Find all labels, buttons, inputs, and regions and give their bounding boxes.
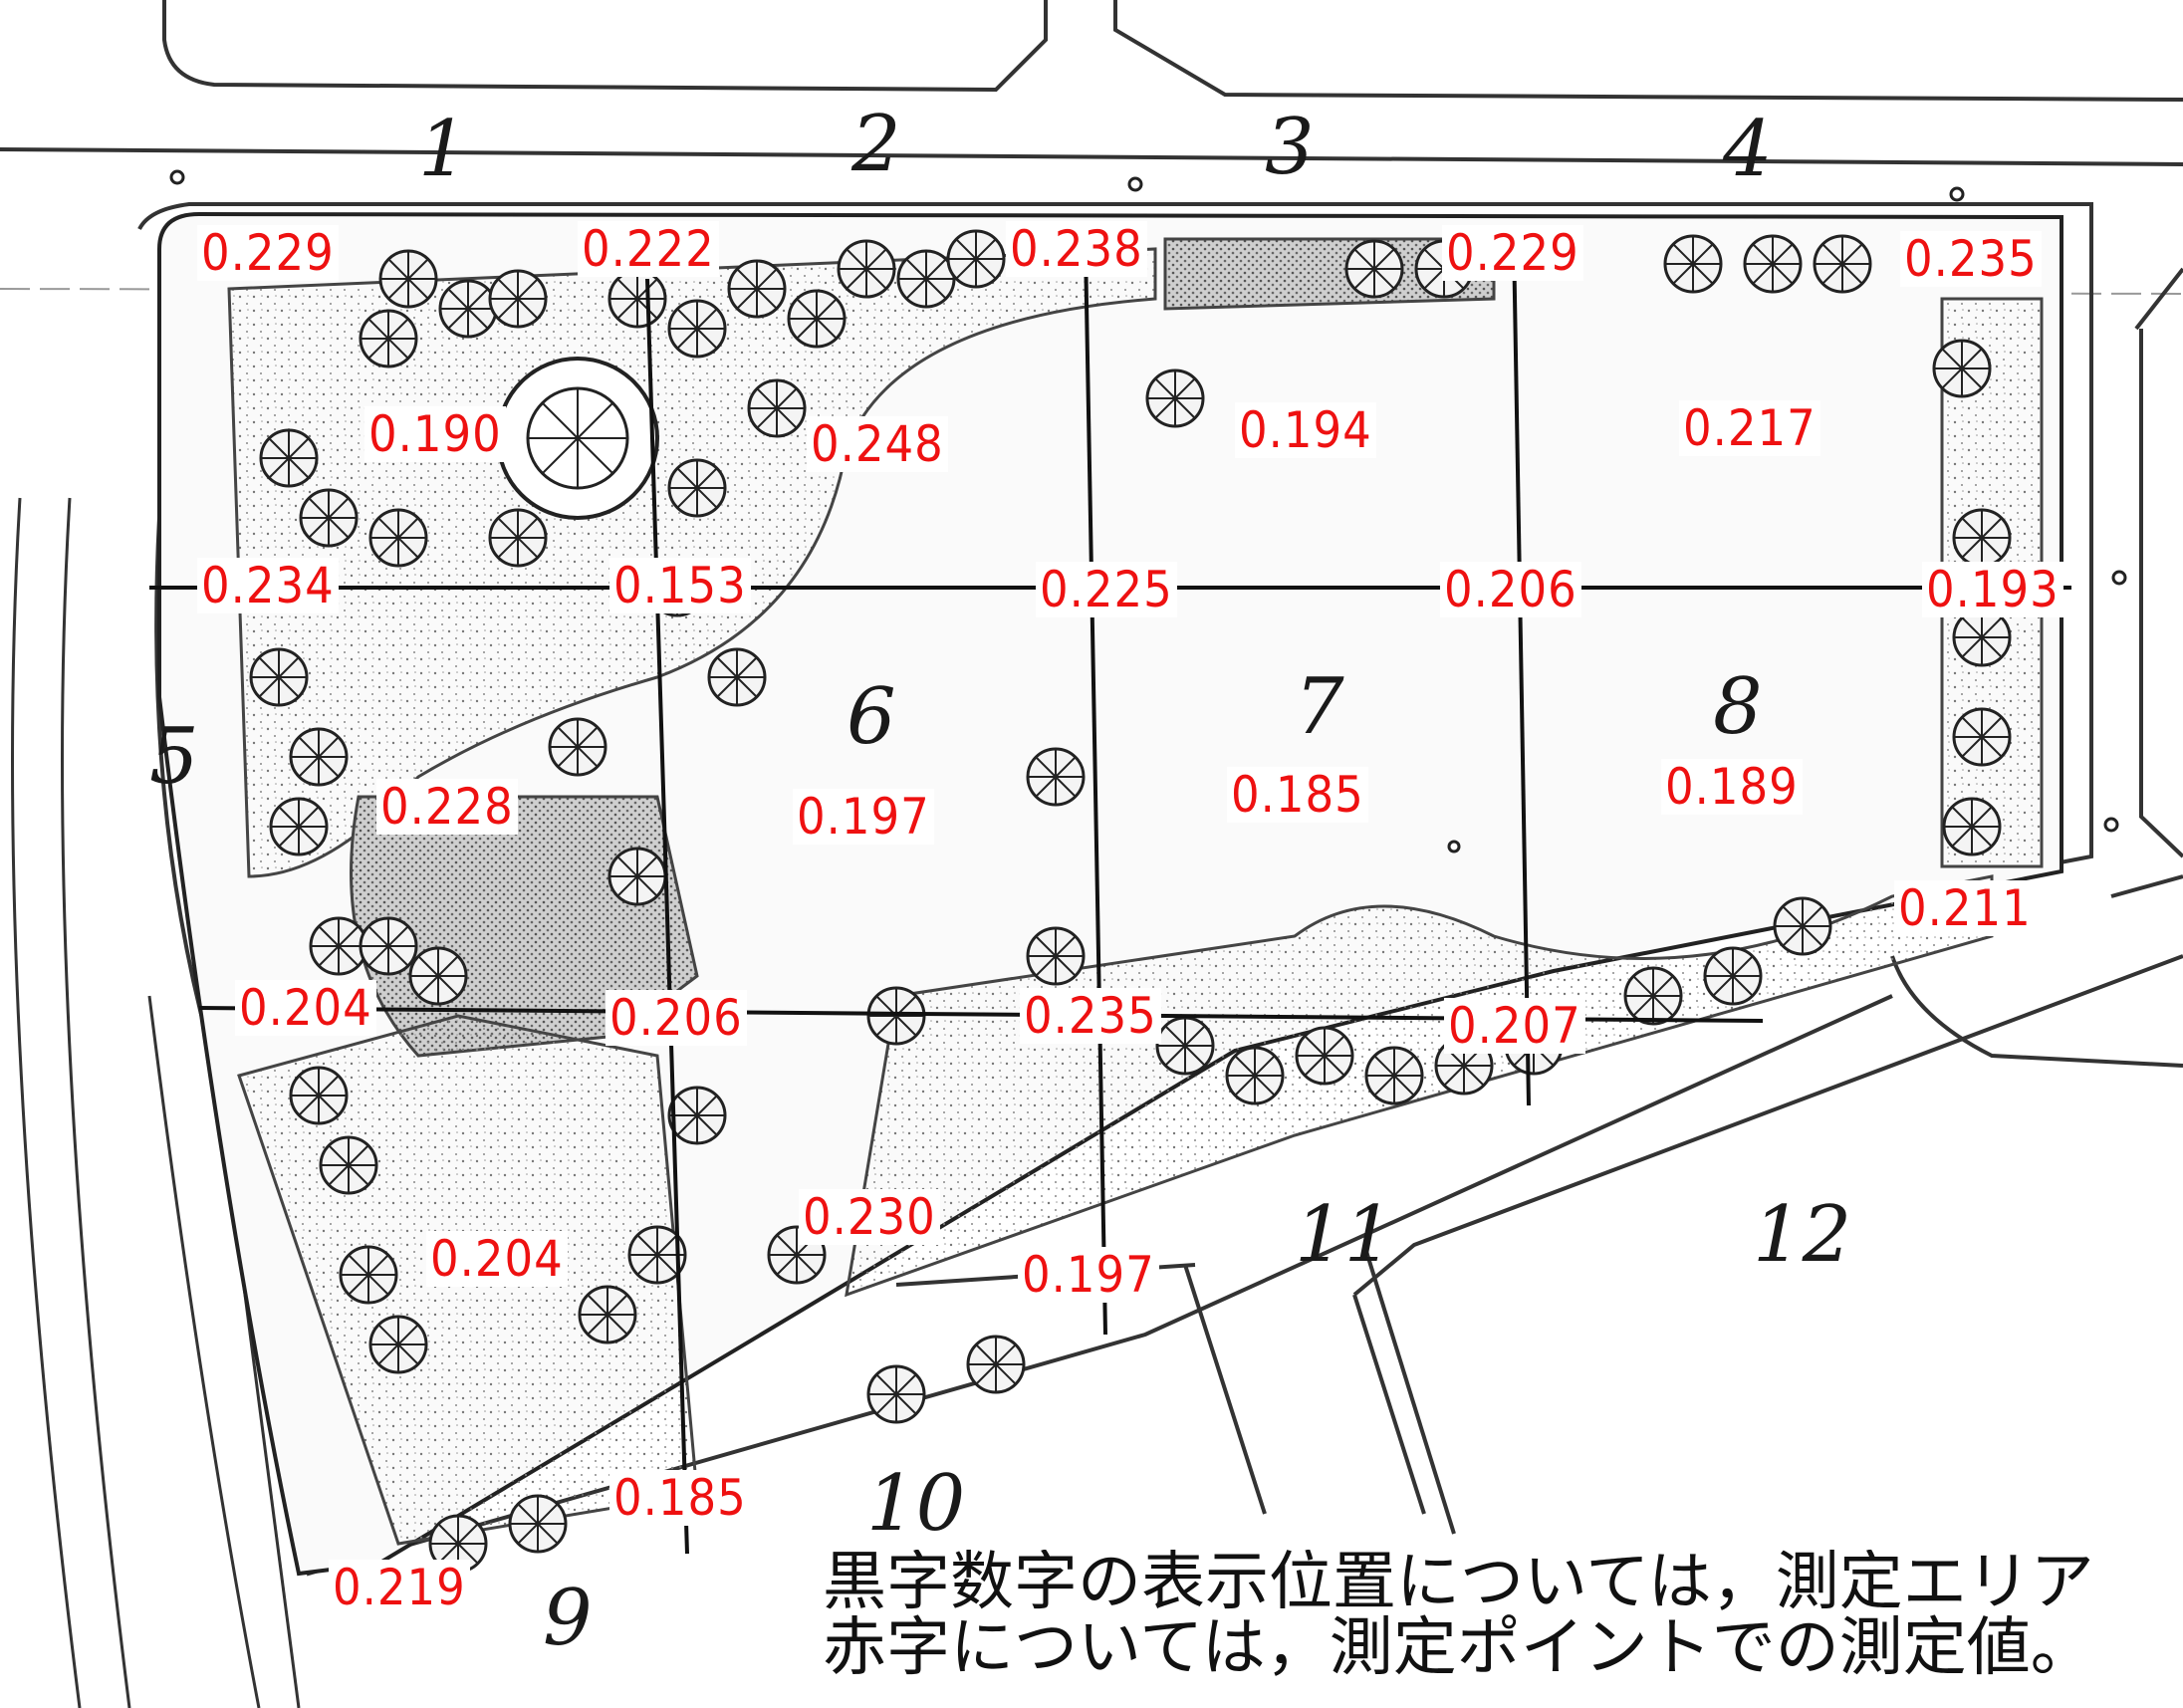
measurement-label: 0.206 <box>606 990 747 1046</box>
measurement-label: 0.206 <box>1440 562 1581 617</box>
area-number-4: 4 <box>1723 105 1773 194</box>
measurement-label: 0.197 <box>1018 1247 1159 1303</box>
measurement-label: 0.230 <box>799 1189 940 1245</box>
measurement-label: 0.190 <box>364 406 506 462</box>
area-number-10: 10 <box>866 1459 966 1549</box>
area-number-12: 12 <box>1753 1190 1852 1280</box>
measurement-label: 0.211 <box>1894 880 2036 936</box>
measurement-label: 0.197 <box>793 789 934 845</box>
legend-note-line-2: 赤字については，測定ポイントでの測定値。 <box>823 1611 2094 1685</box>
measurement-label: 0.222 <box>578 221 719 277</box>
measurement-label: 0.194 <box>1235 402 1376 458</box>
area-number-7: 7 <box>1295 662 1344 752</box>
legend-note-line-1: 黒字数字の表示位置については，測定エリア <box>823 1550 2094 1619</box>
area-number-8: 8 <box>1713 662 1763 752</box>
measurement-label: 0.219 <box>329 1560 470 1615</box>
measurement-label: 0.229 <box>197 225 339 281</box>
measurement-label: 0.234 <box>197 558 339 613</box>
measurement-label: 0.204 <box>235 980 376 1036</box>
measurement-label: 0.185 <box>609 1470 751 1526</box>
measurement-label: 0.248 <box>807 416 948 472</box>
measurement-label: 0.235 <box>1900 231 2042 287</box>
measurement-label: 0.193 <box>1922 562 2063 617</box>
area-number-6: 6 <box>847 672 896 762</box>
measurement-label: 0.204 <box>426 1231 568 1287</box>
measurement-label: 0.228 <box>376 779 518 835</box>
measurement-label: 0.189 <box>1661 759 1803 815</box>
measurement-label: 0.207 <box>1444 998 1585 1054</box>
measurement-label: 0.185 <box>1227 767 1368 823</box>
area-number-3: 3 <box>1265 103 1315 192</box>
area-number-11: 11 <box>1295 1190 1394 1280</box>
measurement-label: 0.238 <box>1006 221 1147 277</box>
area-number-2: 2 <box>851 100 901 189</box>
area-number-5: 5 <box>149 712 199 802</box>
legend-note: 黒字数字の表示位置については，測定エリア 赤字については，測定ポイントでの測定値… <box>823 1550 2183 1708</box>
measurement-label: 0.225 <box>1036 562 1177 617</box>
measurement-label: 0.229 <box>1442 225 1583 281</box>
measurement-label: 0.153 <box>609 558 751 613</box>
measurement-label: 0.217 <box>1679 400 1820 456</box>
fountain <box>496 357 659 520</box>
area-number-9: 9 <box>543 1574 593 1663</box>
measurement-label: 0.235 <box>1020 988 1161 1044</box>
survey-markers <box>169 169 2127 854</box>
area-number-1: 1 <box>418 105 468 194</box>
